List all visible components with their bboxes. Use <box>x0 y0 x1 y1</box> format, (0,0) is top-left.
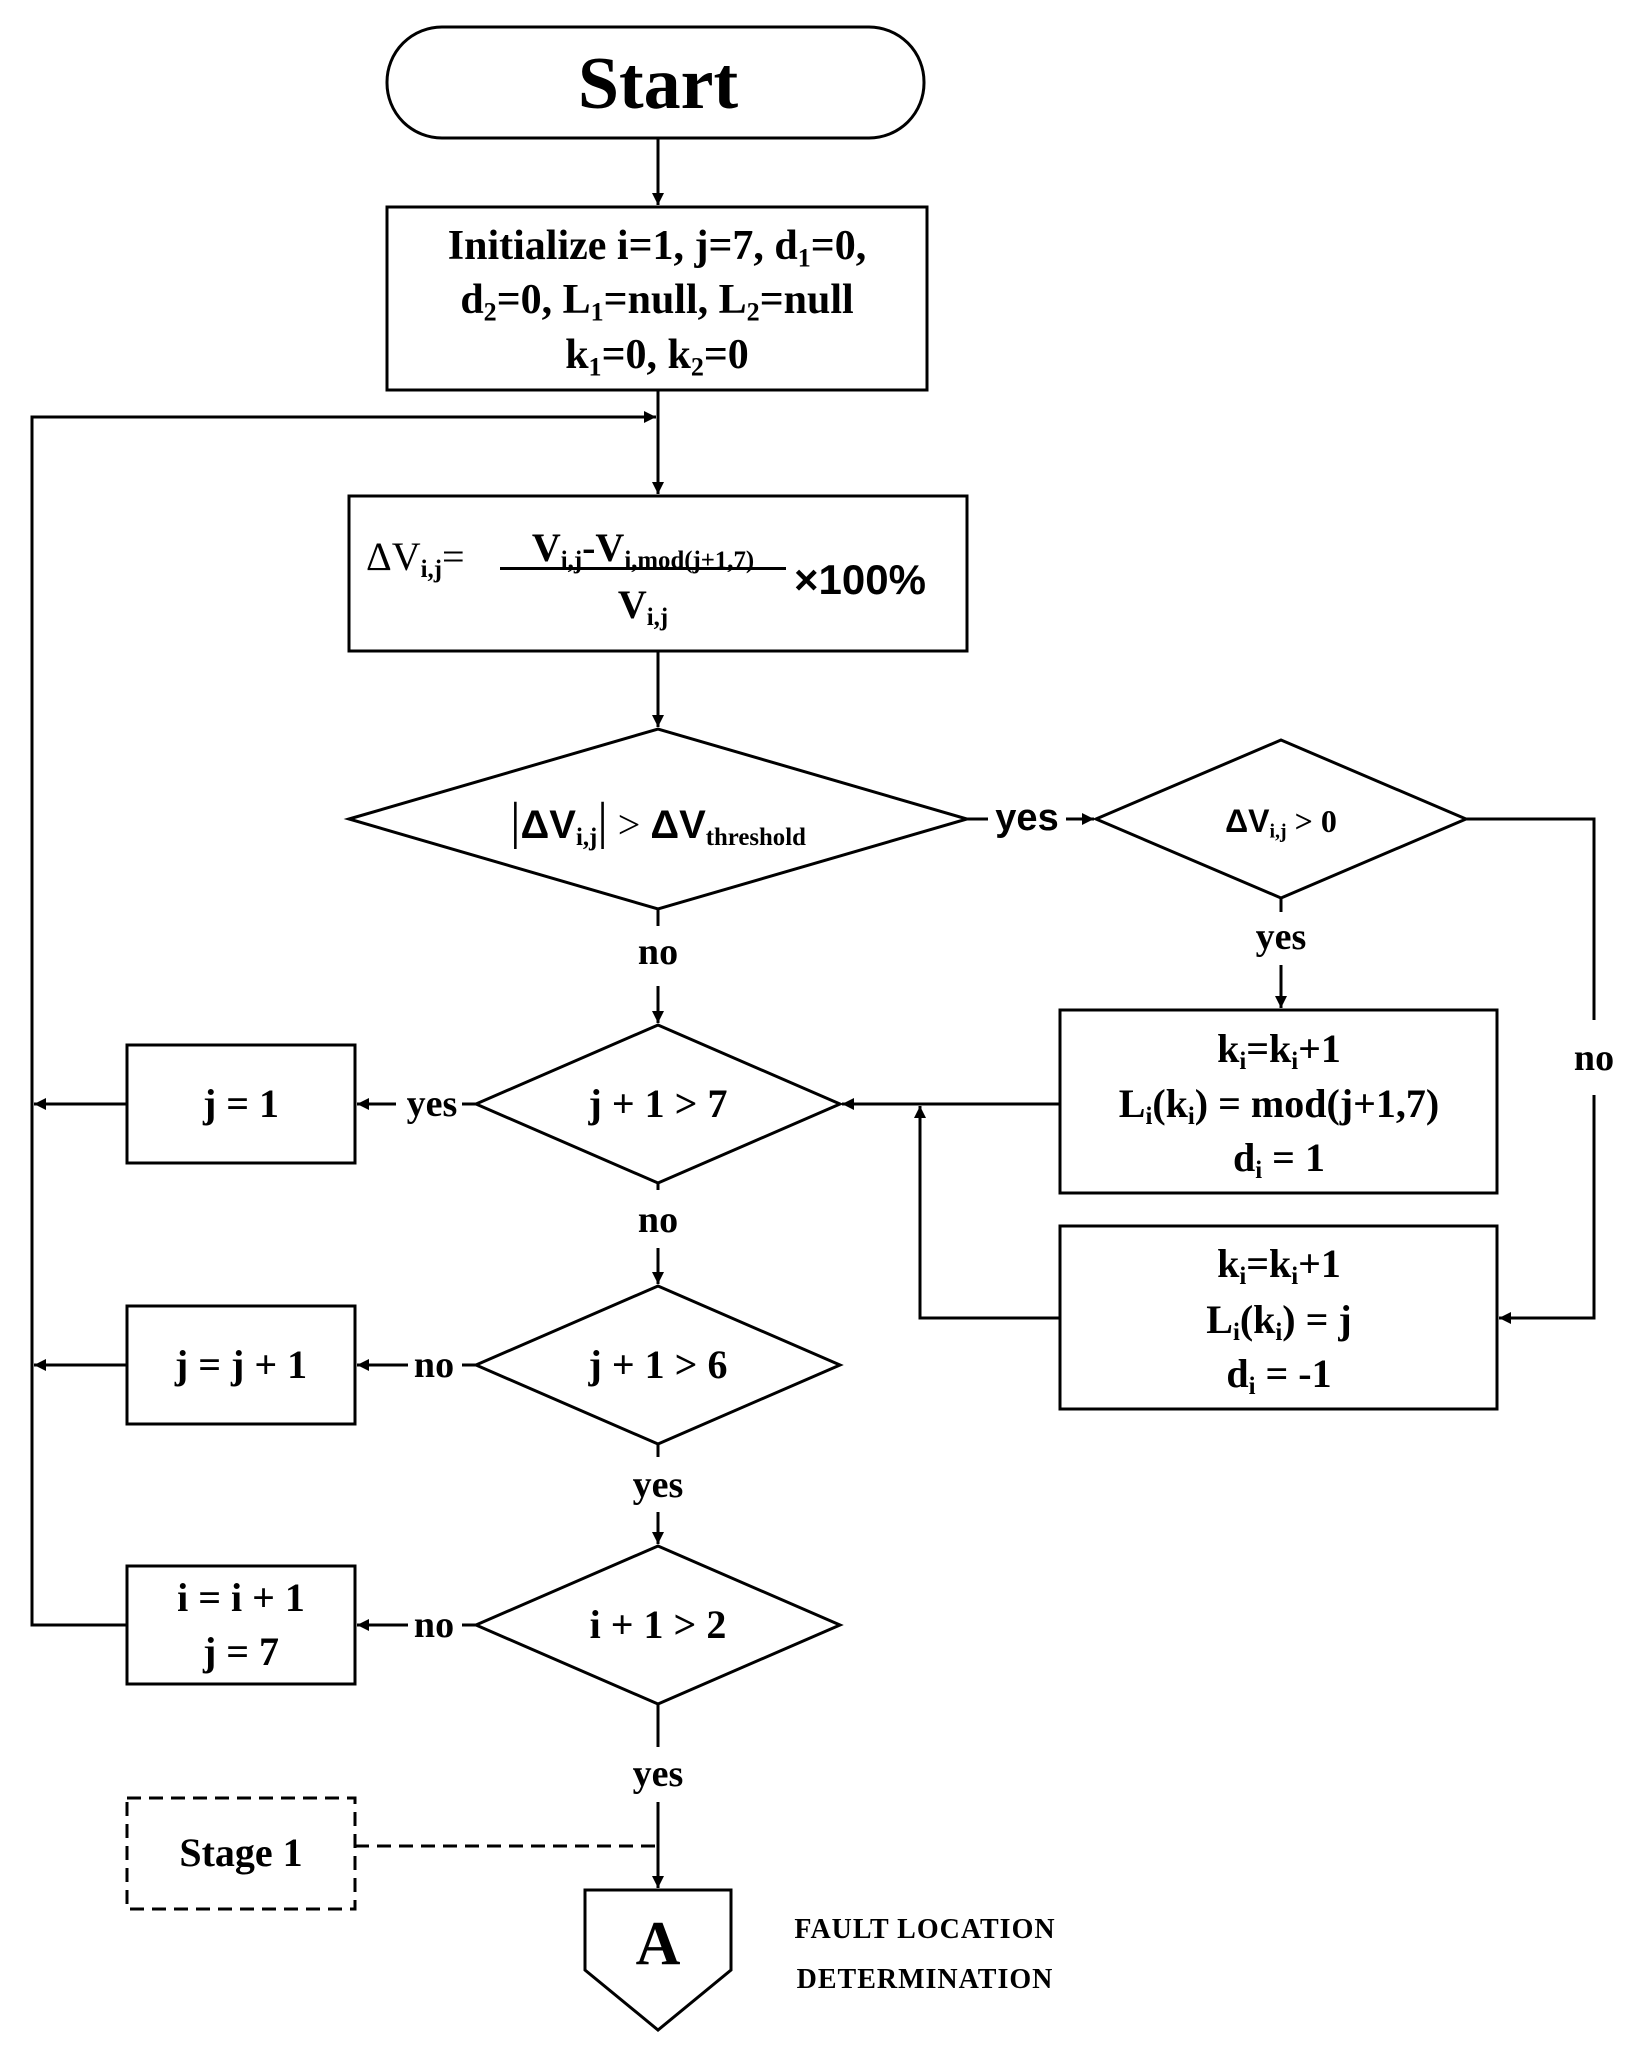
connector-a-label: A <box>635 1910 681 1978</box>
start-terminal <box>385 25 926 140</box>
positive-condition: ΔVi,j > 0 <box>1225 803 1337 843</box>
threshold-condition: |ΔVi,j| > ΔVthreshold <box>510 793 806 851</box>
edge-positive-no-upper <box>1466 817 1596 1020</box>
decision-j7-label: j + 1 > 7 <box>588 1081 728 1126</box>
plus-line-1: ki=ki+1 <box>1217 1026 1341 1075</box>
edge-label-yes-j6: yes <box>632 1464 684 1506</box>
decision-i2-label: i + 1 > 2 <box>589 1602 727 1647</box>
edge-label-no-threshold: no <box>637 931 679 973</box>
box-iinc-line-2: j = 7 <box>202 1629 280 1674</box>
edge-label-yes-positive: yes <box>1255 916 1307 958</box>
minus-line-2: Li(ki) = j <box>1206 1297 1352 1346</box>
edge-label-yes-i2: yes <box>632 1753 684 1795</box>
edge-label-no-i2: no <box>413 1604 455 1646</box>
edge-label-no-j7: no <box>637 1199 679 1241</box>
plus-line-3: di = 1 <box>1233 1135 1325 1184</box>
start-label: Start <box>577 43 739 125</box>
deltav-factor: ×100% <box>794 556 926 603</box>
decision-j6 <box>472 1284 844 1446</box>
deltav-fraction-bar <box>500 567 786 570</box>
init-line-1: Initialize i=1, j=7, d1=0, <box>447 223 867 273</box>
fault-line-2: DETERMINATION <box>796 1964 1054 1995</box>
connector-a-shape <box>583 1888 733 2032</box>
stage1-box <box>125 1796 357 1911</box>
edge-loop-back <box>30 411 656 1627</box>
fault-line-1: FAULT LOCATION <box>794 1914 1056 1945</box>
edge-minus-to-merge <box>914 1106 1060 1320</box>
edge-positive-no-lower <box>1499 1095 1596 1324</box>
plus-line-2: Li(ki) = mod(j+1,7) <box>1118 1081 1440 1130</box>
plus-box <box>1058 1008 1499 1195</box>
deltav-lhs: ΔVi,j= <box>366 534 465 583</box>
edge-label-no-positive: no <box>1573 1037 1615 1079</box>
box-j1-label: j = 1 <box>202 1081 280 1126</box>
box-jinc-label: j = j + 1 <box>174 1342 308 1387</box>
edge-label-yes-j7: yes <box>406 1083 458 1125</box>
init-line-3: k1=0, k2=0 <box>565 332 749 382</box>
decision-i2 <box>472 1544 844 1706</box>
init-line-2: d2=0, L1=null, L2=null <box>460 277 854 327</box>
edge-label-no-j6: no <box>413 1344 455 1386</box>
deltav-numerator: Vi,j-Vi,mod(j+1,7) <box>531 525 755 574</box>
box-iinc-line-1: i = i + 1 <box>177 1575 305 1620</box>
stage1-label: Stage 1 <box>179 1830 303 1875</box>
decision-j7 <box>472 1023 844 1185</box>
decision-j6-label: j + 1 > 6 <box>588 1342 728 1387</box>
deltav-denominator: Vi,j <box>617 582 669 631</box>
minus-line-3: di = -1 <box>1226 1351 1332 1400</box>
edge-label-yes-threshold: yes <box>995 797 1059 839</box>
minus-line-1: ki=ki+1 <box>1217 1241 1341 1290</box>
